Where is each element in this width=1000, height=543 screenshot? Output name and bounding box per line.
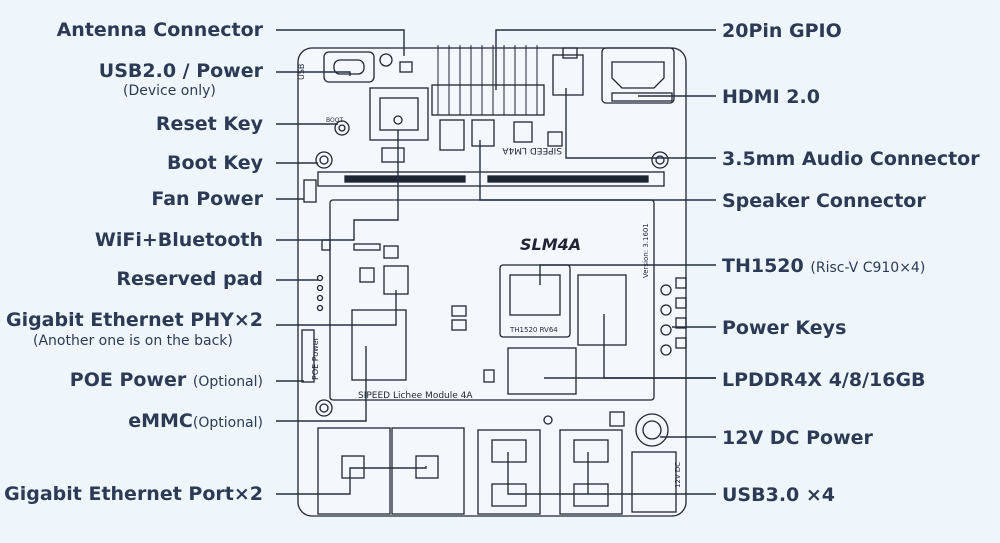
label-th1520-text: TH1520 (722, 255, 804, 277)
label-audio: 3.5mm Audio Connector (722, 148, 980, 170)
label-poe-text: POE Power (69, 369, 187, 391)
label-dc: 12V DC Power (722, 427, 873, 449)
label-emmc: eMMC(Optional) (128, 410, 263, 434)
label-emmc-text: eMMC (128, 410, 193, 432)
board-module-text: SIPEED Lichee Module 4A (358, 391, 473, 401)
ethernet-ports (317, 427, 465, 515)
power-keys (660, 277, 687, 356)
label-geport: Gigabit Ethernet Port×2 (4, 483, 263, 505)
label-th1520-sub: (Risc-V C910×4) (810, 260, 926, 276)
board-poe-silk: POE Power (311, 336, 320, 380)
label-usb3: USB3.0 ×4 (722, 484, 836, 506)
label-th1520: TH1520 (Risc-V C910×4) (722, 255, 925, 279)
board-dc-silk: 12V DC (674, 462, 682, 488)
label-emmc-optional: (Optional) (192, 415, 263, 431)
dc-jack (635, 413, 669, 447)
hdmi-port (601, 47, 675, 104)
label-usb2: USB2.0 / Power (98, 60, 263, 82)
label-antenna: Antenna Connector (56, 19, 263, 41)
label-powerkeys: Power Keys (722, 317, 847, 339)
label-gphy: Gigabit Ethernet PHY×2 (5, 309, 263, 331)
emmc-chip (351, 309, 407, 381)
label-gphy-sub: (Another one is on the back) (33, 333, 233, 349)
label-boot: Boot Key (167, 152, 263, 174)
reset-key (334, 120, 350, 136)
wifi-chip (369, 87, 429, 141)
module-slot (317, 171, 665, 187)
leader-lines (276, 29, 716, 495)
label-poe: POE Power (Optional) (70, 369, 263, 393)
lpddr-main (507, 347, 577, 395)
usb3-ports (477, 429, 623, 515)
poe-header (301, 329, 315, 383)
audio-jack (552, 54, 584, 96)
gpio-header (431, 45, 545, 116)
label-reset: Reset Key (155, 113, 263, 135)
board-logo: SLM4A (520, 235, 581, 254)
label-wifi: WiFi+Bluetooth (94, 229, 263, 251)
label-lpddr: LPDDR4X 4/8/16GB (722, 369, 926, 391)
board-version-text: Version: 3.1601 (642, 223, 650, 278)
lpddr-top (577, 274, 627, 346)
th1520-soc (499, 264, 571, 338)
board-brand-text: SIPEED LM4A (502, 145, 562, 155)
fan-connector (303, 179, 317, 203)
label-usb2-sub: (Device only) (123, 83, 216, 99)
label-gpio: 20Pin GPIO (722, 20, 842, 42)
usb-c-connector (323, 51, 375, 83)
board-soc-text: TH1520 RV64 (509, 326, 558, 334)
label-reserved: Reserved pad (116, 268, 263, 290)
label-speaker: Speaker Connector (722, 190, 926, 212)
label-poe-optional: (Optional) (192, 374, 263, 390)
label-fan: Fan Power (151, 188, 263, 210)
label-hdmi: HDMI 2.0 (722, 86, 820, 108)
board-boot-silk: BOOT (326, 117, 343, 124)
